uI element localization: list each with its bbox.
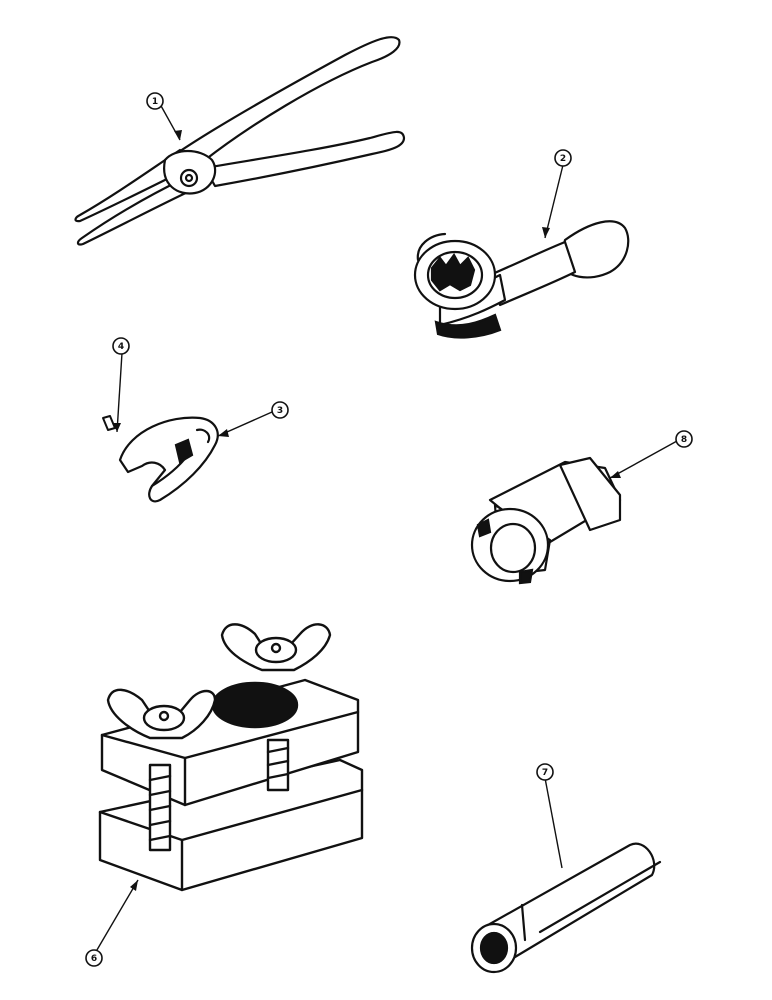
callout-3: 3 [271, 401, 289, 419]
leader-arrowheads [113, 130, 621, 891]
callout-5: 8 [675, 430, 693, 448]
callout-4-label: 4 [118, 342, 124, 352]
callout-2-label: 2 [560, 154, 566, 164]
callout-5-label: 8 [681, 435, 687, 445]
callout-4: 4 [112, 337, 130, 355]
clamp-yoke [118, 416, 219, 503]
callout-2: 2 [554, 149, 572, 167]
callout-1-label: 1 [152, 97, 158, 107]
callout-7-label: 7 [542, 768, 548, 778]
pin [102, 415, 116, 431]
callout-1: 1 [146, 92, 164, 110]
spanner-socket [470, 456, 622, 585]
callout-6-label: 6 [91, 954, 97, 964]
callout-3-label: 3 [277, 406, 283, 416]
tube-socket [470, 842, 662, 974]
callout-7: 7 [536, 763, 554, 781]
callout-6: 6 [85, 949, 103, 967]
flare-nut-socket [413, 220, 630, 339]
wing-nut-clamp [98, 623, 364, 892]
snap-ring-pliers [74, 36, 406, 246]
